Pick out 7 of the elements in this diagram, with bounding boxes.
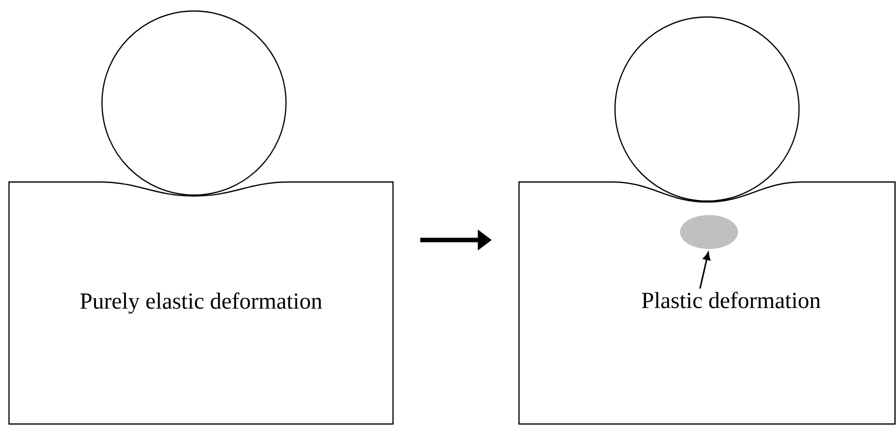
zone-label: Plastic deformation: [642, 292, 820, 308]
plastic-zone: [680, 215, 738, 249]
ball-circle: [614, 16, 800, 202]
block-drawing: Purely elastic deformation: [8, 181, 394, 425]
arrow: [699, 252, 710, 289]
block-drawing: [518, 181, 896, 425]
ball-circle: [101, 10, 287, 196]
